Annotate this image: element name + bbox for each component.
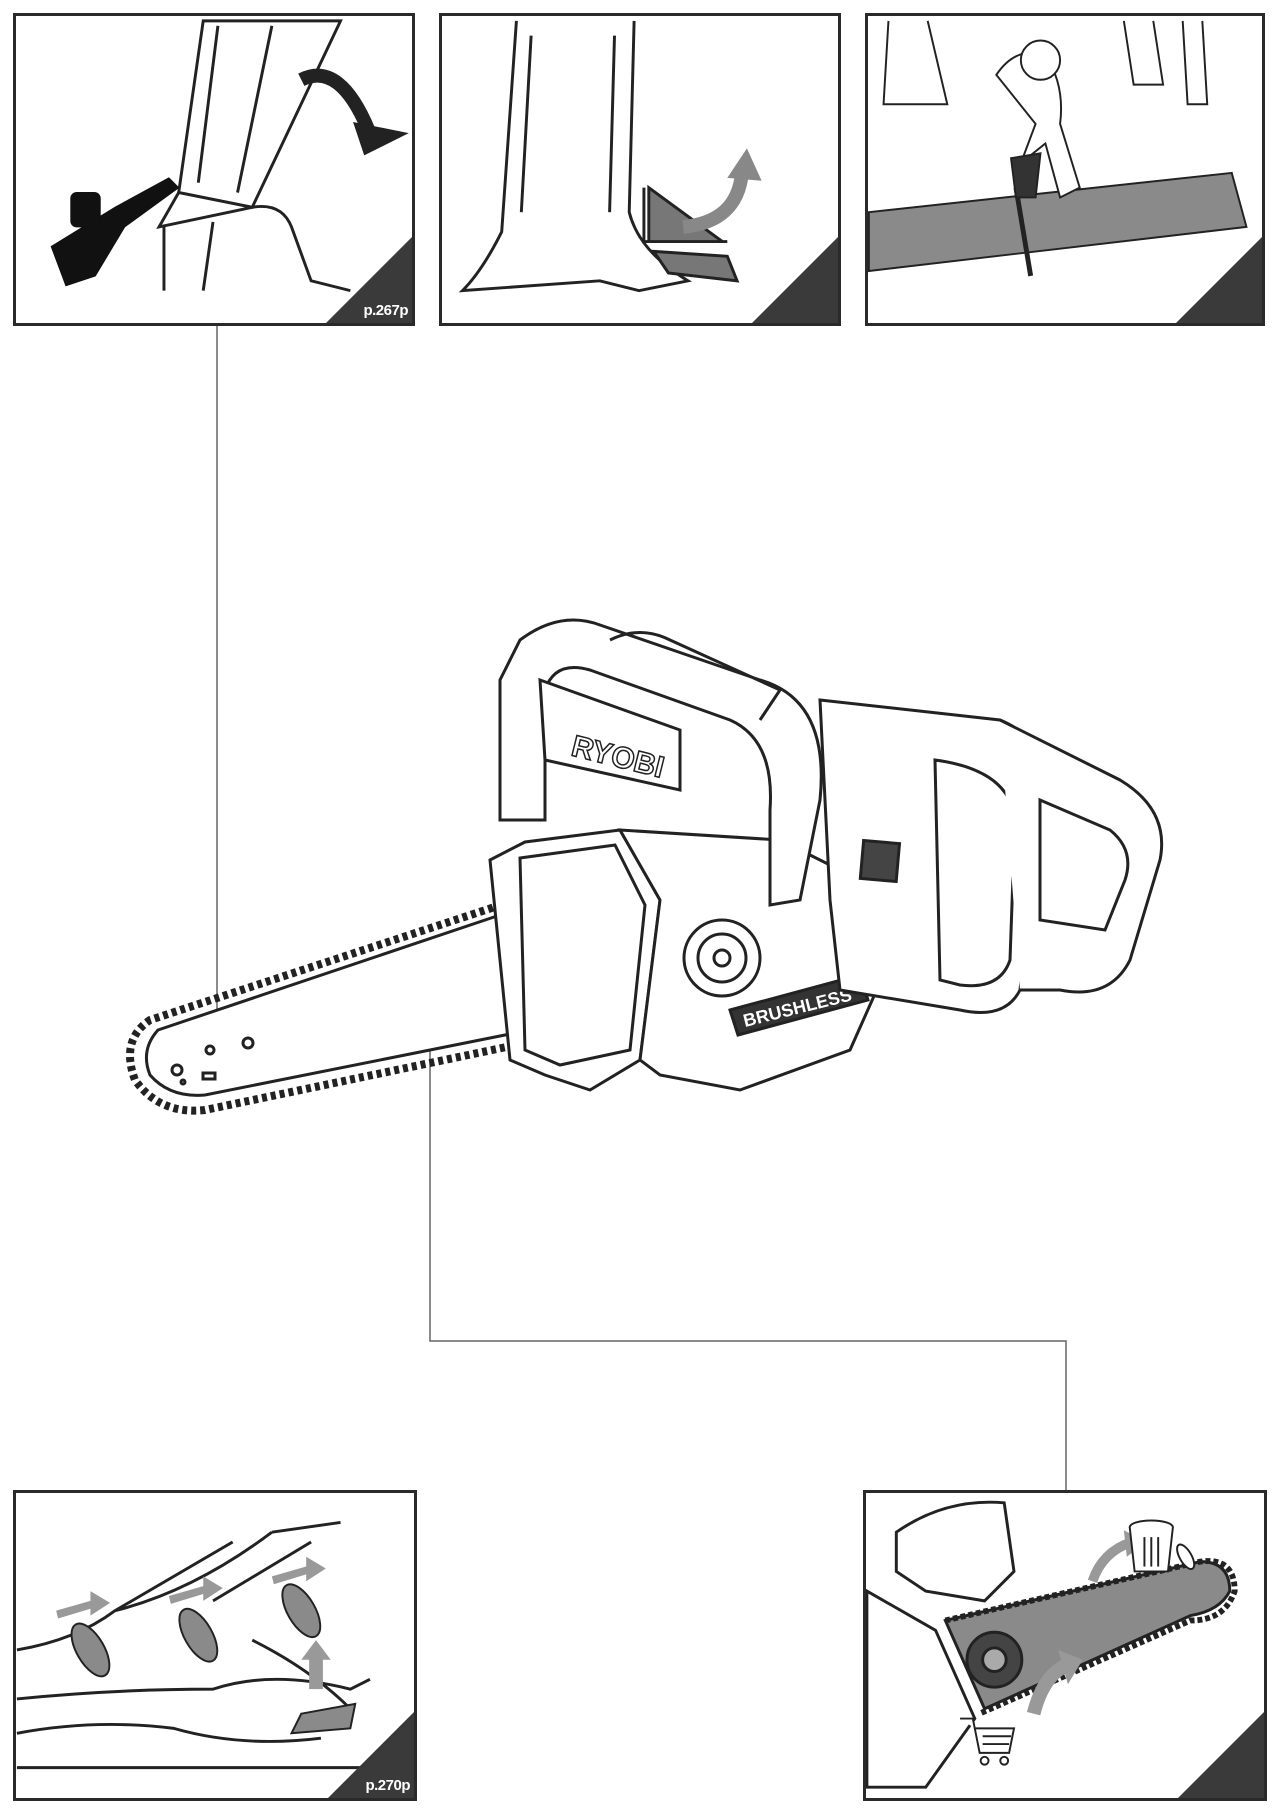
page-corner: [1174, 235, 1262, 323]
hinge-cut-panel: [439, 13, 841, 326]
page-corner: [326, 1710, 414, 1798]
log-bucking-icon: [868, 20, 1248, 277]
callout-line-bottom: [429, 1011, 1067, 1490]
felling-notch-icon: [50, 19, 409, 293]
brushless-label: BRUSHLESS: [741, 985, 854, 1031]
callout-marker-bar-tip: [213, 1016, 221, 1024]
chain-replacement-icon: [866, 1500, 1238, 1789]
brand-label: RYOBI: [568, 730, 667, 785]
shopping-cart-icon: [960, 1717, 1016, 1766]
page-corner: [1176, 1710, 1264, 1798]
limbing-panel: p.270p: [13, 1490, 417, 1801]
log-cutting-panel: [865, 13, 1265, 326]
page-corner: [324, 235, 412, 323]
limbing-icon: [16, 1520, 414, 1770]
trash-bin-icon: [1128, 1519, 1196, 1573]
arrow-up-icon: [1087, 1537, 1134, 1583]
felling-notch-panel: p.267p: [13, 13, 415, 326]
callout-marker-bar-mid: [426, 1007, 434, 1015]
page-reference[interactable]: p.267p: [363, 302, 408, 319]
page-corner: [750, 235, 838, 323]
chain-replacement-panel: [863, 1490, 1267, 1801]
hinge-cut-icon: [458, 20, 762, 293]
chainsaw-icon: BRUSHLESS RYOBI: [126, 618, 1164, 1115]
page-reference[interactable]: p.270p: [365, 1777, 410, 1794]
